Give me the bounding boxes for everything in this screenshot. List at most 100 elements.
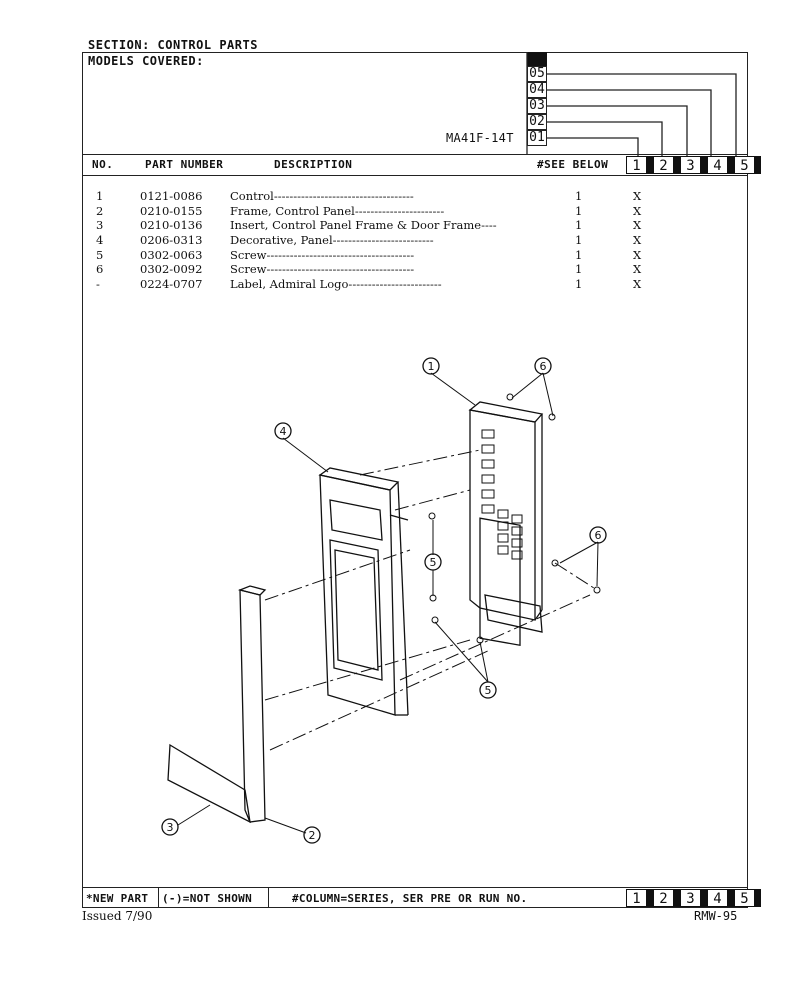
footer-series-col-2: 2 xyxy=(653,889,674,907)
part-number: 0206-0313 xyxy=(140,233,203,248)
footer-divider xyxy=(82,887,748,888)
parts-row: 2 0210-0155 Frame, Control Panel----------… xyxy=(96,204,641,219)
issued-date: Issued 7/90 xyxy=(82,909,153,923)
part-number: 0224-0707 xyxy=(140,276,203,291)
series-mark: X xyxy=(633,203,642,218)
series-connector-lines xyxy=(526,52,737,156)
parts-row: 1 0121-0086 Control-----------------------… xyxy=(96,189,641,204)
series-col-divider xyxy=(755,889,761,907)
col-header-description: DESCRIPTION xyxy=(274,158,353,171)
series-col-divider xyxy=(728,156,734,174)
part-description: Decorative, Panel-----------------------… xyxy=(230,233,434,248)
col-header-see-below: #SEE BELOW xyxy=(537,158,609,171)
part-number: 0121-0086 xyxy=(140,189,203,204)
part-description: Control---------------------------------… xyxy=(230,189,414,204)
part-number: 0302-0063 xyxy=(140,247,203,262)
part-no: 3 xyxy=(96,218,104,233)
series-mark: X xyxy=(633,276,642,291)
parts-table: 1 0121-0086 Control-----------------------… xyxy=(96,189,641,291)
page-frame xyxy=(82,52,748,908)
part-description: Label, Admiral Logo---------------------… xyxy=(230,276,442,291)
part-description: Screw-----------------------------------… xyxy=(230,247,415,262)
part-description: Screw-----------------------------------… xyxy=(230,262,415,277)
footer-series-col-5: 5 xyxy=(734,889,755,907)
series-col-divider xyxy=(647,889,653,907)
control-board-part xyxy=(468,401,544,647)
parts-row: 6 0302-0092 Screw-------------------------… xyxy=(96,262,641,277)
part-quantity: 1 xyxy=(575,203,583,218)
callout-5-upper: 5 xyxy=(430,556,437,569)
callout-6-right: 6 xyxy=(595,529,602,542)
footer-new-part: *NEW PART xyxy=(86,892,149,905)
part-no: 5 xyxy=(96,247,104,262)
part-quantity: 1 xyxy=(575,189,583,204)
series-col-divider xyxy=(701,889,707,907)
callout-2: 2 xyxy=(309,829,316,842)
series-code-05: 05 xyxy=(527,66,547,82)
footer-series-col-4: 4 xyxy=(707,889,728,907)
callout-1: 1 xyxy=(428,360,435,373)
footer-not-shown: (-)=NOT SHOWN xyxy=(162,892,252,905)
screw-set xyxy=(428,393,601,644)
series-col-3: 3 xyxy=(680,156,701,174)
models-covered-label: MODELS COVERED: xyxy=(88,54,204,68)
series-code-03: 03 xyxy=(527,98,547,114)
series-mark: X xyxy=(633,262,642,277)
parts-row: 5 0302-0063 Screw-------------------------… xyxy=(96,247,641,262)
part-quantity: 1 xyxy=(575,247,583,262)
part-quantity: 1 xyxy=(575,233,583,248)
series-columns-footer: 1 2 3 4 5 xyxy=(626,889,761,907)
part-quantity: 1 xyxy=(575,262,583,277)
model-number: MA41F-14T xyxy=(446,131,514,145)
exploded-diagram: 1 6 4 5 6 5 3 2 xyxy=(161,357,607,844)
part-no: 1 xyxy=(96,189,104,204)
part-no: 6 xyxy=(96,262,104,277)
callout-3: 3 xyxy=(167,821,174,834)
parts-row: 4 0206-0313 Decorative, Panel-------------… xyxy=(96,233,641,248)
series-mark: X xyxy=(633,189,642,204)
part-number: 0210-0136 xyxy=(140,218,203,233)
part-number: 0210-0155 xyxy=(140,203,203,218)
footer-series-col-1: 1 xyxy=(626,889,647,907)
series-columns-header: 1 2 3 4 5 xyxy=(626,156,761,174)
series-code-01: 01 xyxy=(527,130,547,146)
document-code: RMW-95 xyxy=(694,909,738,923)
series-col-divider xyxy=(647,156,653,174)
series-col-1: 1 xyxy=(626,156,647,174)
part-no: 4 xyxy=(96,233,104,248)
series-mark: X xyxy=(633,247,642,262)
part-quantity: 1 xyxy=(575,218,583,233)
series-col-divider xyxy=(701,156,707,174)
series-col-divider xyxy=(674,156,680,174)
series-col-divider xyxy=(674,889,680,907)
part-quantity: 1 xyxy=(575,276,583,291)
series-col-2: 2 xyxy=(653,156,674,174)
header-divider-bottom xyxy=(82,175,748,176)
part-description: Frame, Control Panel--------------------… xyxy=(230,203,445,218)
series-col-divider xyxy=(728,889,734,907)
series-col-4: 4 xyxy=(707,156,728,174)
series-ladder-top xyxy=(527,52,547,66)
col-header-no: NO. xyxy=(92,158,114,171)
control-frame-part xyxy=(167,585,267,824)
decorative-panel-part xyxy=(318,467,409,716)
callout-5-lower: 5 xyxy=(485,684,492,697)
footer-separator xyxy=(158,887,159,908)
section-title: SECTION: CONTROL PARTS xyxy=(88,38,258,52)
series-col-divider xyxy=(755,156,761,174)
parts-row: - 0224-0707 Label, Admiral Logo-----------… xyxy=(96,277,641,292)
series-col-5: 5 xyxy=(734,156,755,174)
footer-separator xyxy=(268,887,269,908)
part-number: 0302-0092 xyxy=(140,262,203,277)
part-description: Insert, Control Panel Frame & Door Frame… xyxy=(230,218,497,233)
parts-row: 3 0210-0136 Insert, Control Panel Frame & … xyxy=(96,218,641,233)
series-mark: X xyxy=(633,233,642,248)
callout-6-top: 6 xyxy=(540,360,547,373)
series-mark: X xyxy=(633,218,642,233)
part-no: 2 xyxy=(96,203,104,218)
header-divider xyxy=(82,154,748,155)
col-header-part-number: PART NUMBER xyxy=(145,158,224,171)
part-no: - xyxy=(96,276,100,291)
footer-series-col-3: 3 xyxy=(680,889,701,907)
callout-4: 4 xyxy=(280,425,287,438)
